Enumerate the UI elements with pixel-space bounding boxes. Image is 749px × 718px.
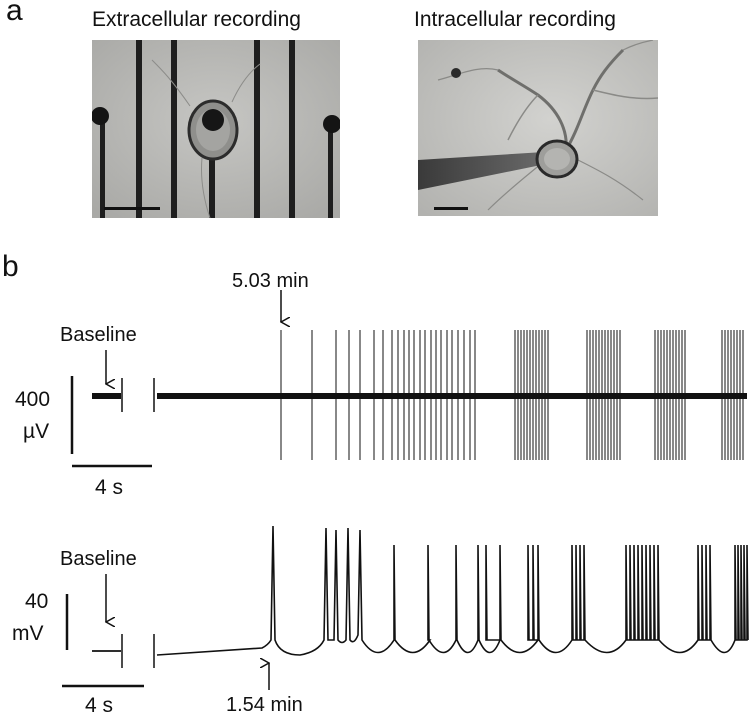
extracellular-micrograph <box>92 40 340 218</box>
panel-b-label: b <box>2 250 19 283</box>
extracellular-baseline-label: Baseline <box>60 324 137 346</box>
intracellular-scale-y-unit: mV <box>12 622 44 645</box>
extracellular-scale-y-value: 400 <box>15 388 51 411</box>
extracellular-scale-x: 4 s <box>95 476 124 499</box>
intracellular-photo-title: Intracellular recording <box>414 8 616 31</box>
extracellular-photo-title: Extracellular recording <box>92 8 301 31</box>
extracellular-baseline-trace <box>92 378 155 412</box>
panel-a-label: a <box>6 0 23 27</box>
intracellular-trace <box>156 525 749 656</box>
extracellular-trace <box>157 330 747 460</box>
extracellular-scale-y-unit: µV <box>23 420 50 443</box>
intracellular-scale-y-value: 40 <box>25 590 49 613</box>
intracellular-scale-x: 4 s <box>85 694 114 717</box>
intracellular-event-label: 1.54 min <box>226 694 303 716</box>
intracellular-baseline-label: Baseline <box>60 548 137 570</box>
intracellular-micrograph <box>418 40 658 216</box>
intracellular-baseline-trace <box>92 634 155 668</box>
extracellular-event-label: 5.03 min <box>232 270 309 292</box>
